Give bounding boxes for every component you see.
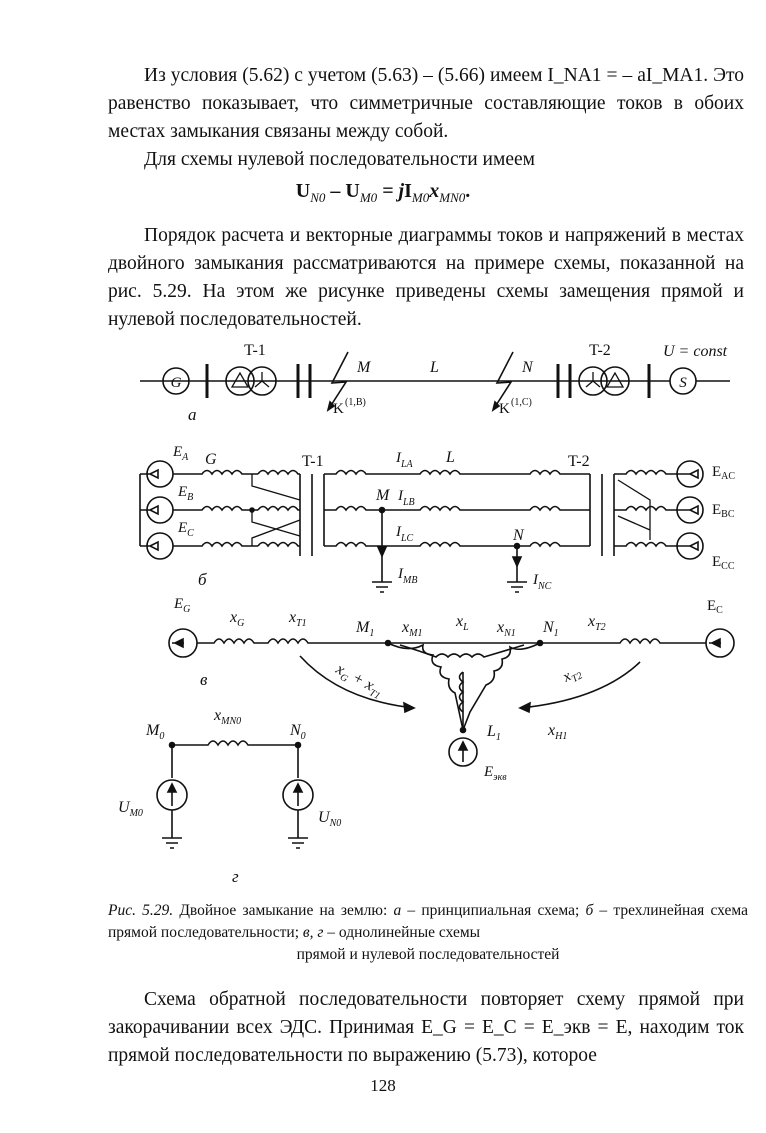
panel-a-schematic: G T-1 M K (1,B) L N K (1,C) xyxy=(140,342,730,424)
svg-text:EC: EC xyxy=(177,520,194,539)
svg-text:EBC: EBC xyxy=(712,502,735,520)
fault-k2-icon xyxy=(492,351,514,411)
svg-text:в: в xyxy=(200,670,208,689)
svg-text:xT2: xT2 xyxy=(587,613,606,633)
source-eac-icon xyxy=(676,460,704,488)
svg-text:M0: M0 xyxy=(145,722,164,742)
svg-text:UM0: UM0 xyxy=(118,799,143,819)
svg-text:L1: L1 xyxy=(486,723,501,743)
svg-text:T-2: T-2 xyxy=(589,342,611,359)
svg-text:xN1: xN1 xyxy=(496,619,516,639)
equation-zero-sequence: UN0 – UM0 = jIM0xMN0. xyxy=(295,180,471,205)
panel-b-three-line: EA G EB EC T-1 ILA L M ILB ILC N T-2 IMB… xyxy=(139,444,735,593)
svg-text:xH1: xH1 xyxy=(547,722,567,742)
svg-text:xT2: xT2 xyxy=(559,663,584,688)
svg-text:N: N xyxy=(521,359,534,376)
svg-text:M1: M1 xyxy=(355,619,374,639)
caption-label: Рис. 5.29. xyxy=(108,902,174,919)
system-s-icon xyxy=(669,367,697,395)
transformer-t2-wye-icon xyxy=(578,366,608,396)
paragraph-1: Из условия (5.62) с учетом (5.63) – (5.6… xyxy=(108,62,744,146)
paragraph-2: Для схемы нулевой последовательности име… xyxy=(108,146,744,174)
svg-text:L: L xyxy=(429,359,439,376)
svg-text:ECC: ECC xyxy=(712,554,735,572)
para1-text: Из условия (5.62) с учетом (5.63) – (5.6… xyxy=(108,65,744,142)
svg-text:EG: EG xyxy=(173,596,190,615)
panel-g-zero-seq: M0 xMN0 N0 UM0 UN0 г xyxy=(118,707,341,886)
svg-text:а: а xyxy=(188,405,197,424)
figure-5-29: G T-1 M K (1,B) L N K (1,C) xyxy=(118,342,735,886)
para4-text: Схема обратной последовательности повтор… xyxy=(108,989,744,1066)
figure-caption: Рис. 5.29. Двойное замыкание на землю: а… xyxy=(108,900,748,966)
svg-text:M: M xyxy=(375,487,391,504)
para3-text: Порядок расчета и векторные диаграммы то… xyxy=(108,225,744,330)
svg-text:xMN0: xMN0 xyxy=(213,707,241,727)
svg-text:xT1: xT1 xyxy=(288,609,307,629)
source-eekv-icon xyxy=(448,737,478,767)
svg-text:N1: N1 xyxy=(542,619,559,639)
page-number: 128 xyxy=(370,1076,396,1095)
svg-text:L: L xyxy=(445,449,455,466)
svg-text:ILA: ILA xyxy=(395,450,414,470)
svg-text:Eэкв: Eэкв xyxy=(483,764,507,783)
svg-text:г: г xyxy=(232,867,239,886)
svg-text:G: G xyxy=(171,375,182,391)
svg-text:M: M xyxy=(356,359,372,376)
svg-text:EAC: EAC xyxy=(712,464,735,482)
source-ec-icon xyxy=(705,628,735,658)
svg-text:U = const: U = const xyxy=(663,343,728,360)
source-ebc-icon xyxy=(676,496,704,524)
svg-text:IMB: IMB xyxy=(397,566,417,586)
svg-text:ILC: ILC xyxy=(395,524,414,544)
svg-text:G: G xyxy=(205,451,217,468)
paragraph-3: Порядок расчета и векторные диаграммы то… xyxy=(108,222,744,334)
svg-text:xG: xG xyxy=(229,609,244,629)
source-ecc-icon xyxy=(676,532,704,560)
svg-text:UN0: UN0 xyxy=(318,809,341,829)
svg-text:S: S xyxy=(679,375,687,391)
svg-text:T-1: T-1 xyxy=(244,342,266,359)
fault-k1-icon xyxy=(327,351,349,411)
svg-text:K: K xyxy=(333,401,344,417)
paragraph-4: Схема обратной последовательности повтор… xyxy=(108,986,744,1070)
svg-text:(1,C): (1,C) xyxy=(511,397,532,408)
transformer-t2-delta-icon xyxy=(600,366,630,396)
svg-text:N: N xyxy=(512,527,525,544)
svg-text:xL: xL xyxy=(455,613,469,633)
generator-g-icon xyxy=(162,367,190,395)
svg-text:T-1: T-1 xyxy=(302,453,324,470)
svg-text:T-2: T-2 xyxy=(568,453,590,470)
svg-text:EB: EB xyxy=(177,484,193,503)
svg-text:INC: INC xyxy=(532,572,552,592)
svg-text:N0: N0 xyxy=(289,722,306,742)
caption-last-line: прямой и нулевой последовательностей xyxy=(296,946,560,963)
svg-text:ILB: ILB xyxy=(397,488,415,508)
svg-text:EC: EC xyxy=(707,598,723,616)
transformer-t1-wye-icon xyxy=(247,366,277,396)
svg-text:б: б xyxy=(198,570,207,589)
para2-text: Для схемы нулевой последовательности име… xyxy=(144,149,535,170)
svg-text:xG + xT1: xG + xT1 xyxy=(331,660,386,702)
svg-text:K: K xyxy=(499,401,510,417)
transformer-t1-delta-icon xyxy=(225,366,255,396)
panel-v-positive-seq: EG EC xG xT1 M1 xM1 xL xN1 N1 xT2 xG + x… xyxy=(168,596,735,783)
svg-text:EA: EA xyxy=(172,444,189,463)
svg-text:xM1: xM1 xyxy=(401,619,422,639)
svg-text:(1,B): (1,B) xyxy=(345,397,366,408)
